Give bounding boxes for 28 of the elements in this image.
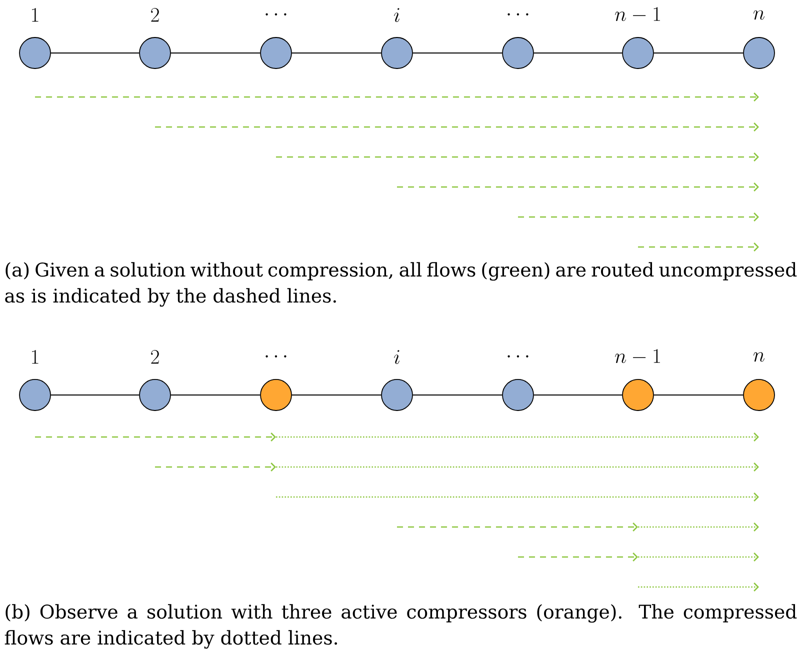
- connector-line: [653, 52, 744, 54]
- connector-line: [653, 394, 744, 396]
- node-label: $\cdots$: [508, 355, 528, 358]
- node-label: $n-1$: [615, 7, 660, 22]
- connector-line: [50, 394, 140, 396]
- connector-line: [412, 394, 503, 396]
- node-label: $1$: [32, 8, 38, 22]
- node-label: $2$: [151, 8, 159, 22]
- caption: (b) Observe a solution with three active compressors (orange). The compressed flows are indicated by dotted lines.: [4, 604, 797, 649]
- node-label: $\cdots$: [266, 355, 286, 358]
- caption: (a) Given a solution without compression, all flows (green) are routed uncompressed as is indicated by the dashed lines.: [5, 262, 797, 307]
- connector-line: [412, 52, 503, 54]
- node-label: $\cdots$: [508, 13, 528, 16]
- connector-line: [291, 52, 382, 54]
- connector-line: [170, 52, 261, 54]
- node-label: $i$: [394, 350, 400, 364]
- connector-line: [50, 52, 140, 54]
- node-label: $n$: [754, 10, 764, 20]
- node-label: $\cdots$: [266, 13, 286, 16]
- node-label: $2$: [151, 350, 159, 364]
- node-label: $i$: [394, 8, 400, 22]
- connector-line: [170, 394, 261, 396]
- connector-line: [533, 52, 623, 54]
- node-label: $n$: [754, 352, 764, 362]
- connector-line: [533, 394, 623, 396]
- node-label: $1$: [32, 350, 38, 364]
- node-label: $n-1$: [615, 349, 660, 364]
- connector-line: [291, 394, 382, 396]
